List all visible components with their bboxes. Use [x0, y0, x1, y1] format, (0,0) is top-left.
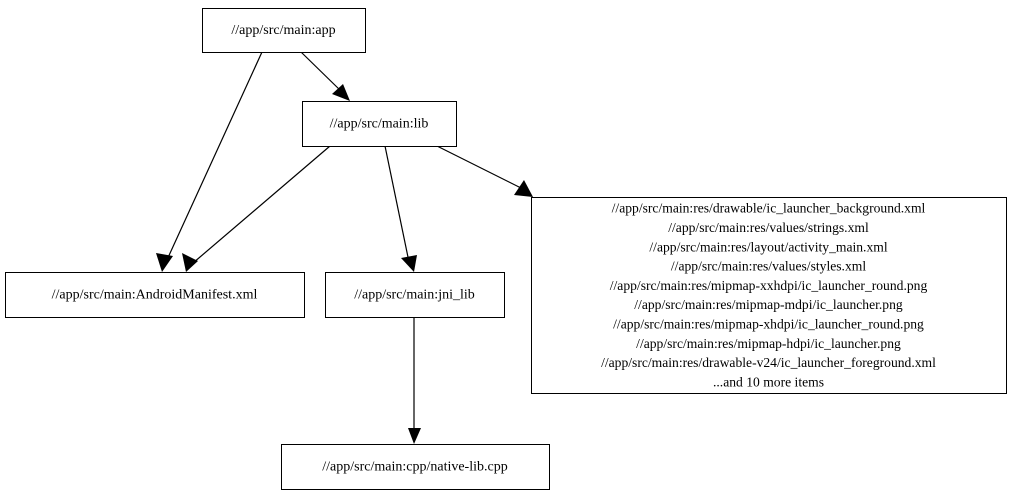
node-label: //app/src/main:app — [231, 23, 335, 38]
graph-node-lib[interactable]: //app/src/main:lib — [302, 101, 457, 147]
node-box[interactable] — [281, 444, 550, 490]
arrowhead-icon — [156, 253, 173, 272]
node-label-line: //app/src/main:res/drawable-v24/ic_launc… — [601, 355, 936, 370]
node-label-line: ...and 10 more items — [713, 374, 824, 389]
node-box[interactable] — [202, 8, 366, 53]
node-box[interactable] — [325, 272, 505, 318]
node-label-line: //app/src/main:res/values/strings.xml — [668, 220, 869, 235]
node-label-line: //app/src/main:res/mipmap-xxhdpi/ic_laun… — [610, 278, 928, 293]
node-label-line: //app/src/main:res/mipmap-hdpi/ic_launch… — [636, 336, 901, 351]
node-box[interactable] — [531, 197, 1007, 394]
graph-node-native_lib[interactable]: //app/src/main:cpp/native-lib.cpp — [281, 444, 550, 490]
node-label: //app/src/main:AndroidManifest.xml — [52, 288, 258, 303]
node-label: //app/src/main:lib — [330, 117, 429, 132]
node-box[interactable] — [5, 272, 305, 318]
arrowhead-icon — [182, 253, 198, 272]
graph-node-jni_lib[interactable]: //app/src/main:jni_lib — [325, 272, 505, 318]
node-label-line: //app/src/main:res/drawable/ic_launcher_… — [612, 201, 926, 216]
arrowhead-icon — [401, 255, 417, 272]
edge-line — [165, 51, 263, 263]
graph-edge-app-to-lib — [300, 51, 350, 101]
arrowhead-icon — [514, 180, 533, 197]
edge-line — [192, 145, 331, 264]
graph-edge-lib-to-jni-lib — [384, 145, 417, 272]
graph-edge-lib-to-manifest — [182, 145, 331, 272]
node-label: //app/src/main:cpp/native-lib.cpp — [322, 460, 507, 475]
node-label-line: //app/src/main:res/values/styles.xml — [671, 259, 866, 274]
graph-node-manifest[interactable]: //app/src/main:AndroidManifest.xml — [5, 272, 305, 318]
graph-edge-app-to-manifest — [156, 51, 263, 272]
graph-node-app[interactable]: //app/src/main:app — [202, 8, 366, 53]
graph-edge-jni-lib-to-native-lib — [408, 317, 421, 444]
arrowhead-icon — [332, 84, 350, 101]
node-box[interactable] — [302, 101, 457, 147]
node-label-line: //app/src/main:res/mipmap-mdpi/ic_launch… — [634, 297, 903, 312]
node-label-line: //app/src/main:res/mipmap-xhdpi/ic_launc… — [613, 317, 924, 332]
graph-edge-lib-to-resources — [436, 145, 533, 197]
edges-layer — [156, 51, 533, 444]
graph-node-resources[interactable]: //app/src/main:res/drawable/ic_launcher_… — [531, 197, 1007, 394]
nodes-layer: //app/src/main:app //app/src/main:lib //ap… — [5, 8, 1007, 490]
edge-line — [436, 145, 524, 190]
node-label-line: //app/src/main:res/layout/activity_main.… — [649, 239, 887, 254]
arrowhead-icon — [408, 428, 421, 444]
node-label: //app/src/main:jni_lib — [354, 288, 475, 303]
edge-line — [384, 145, 410, 263]
edge-line — [300, 51, 343, 93]
